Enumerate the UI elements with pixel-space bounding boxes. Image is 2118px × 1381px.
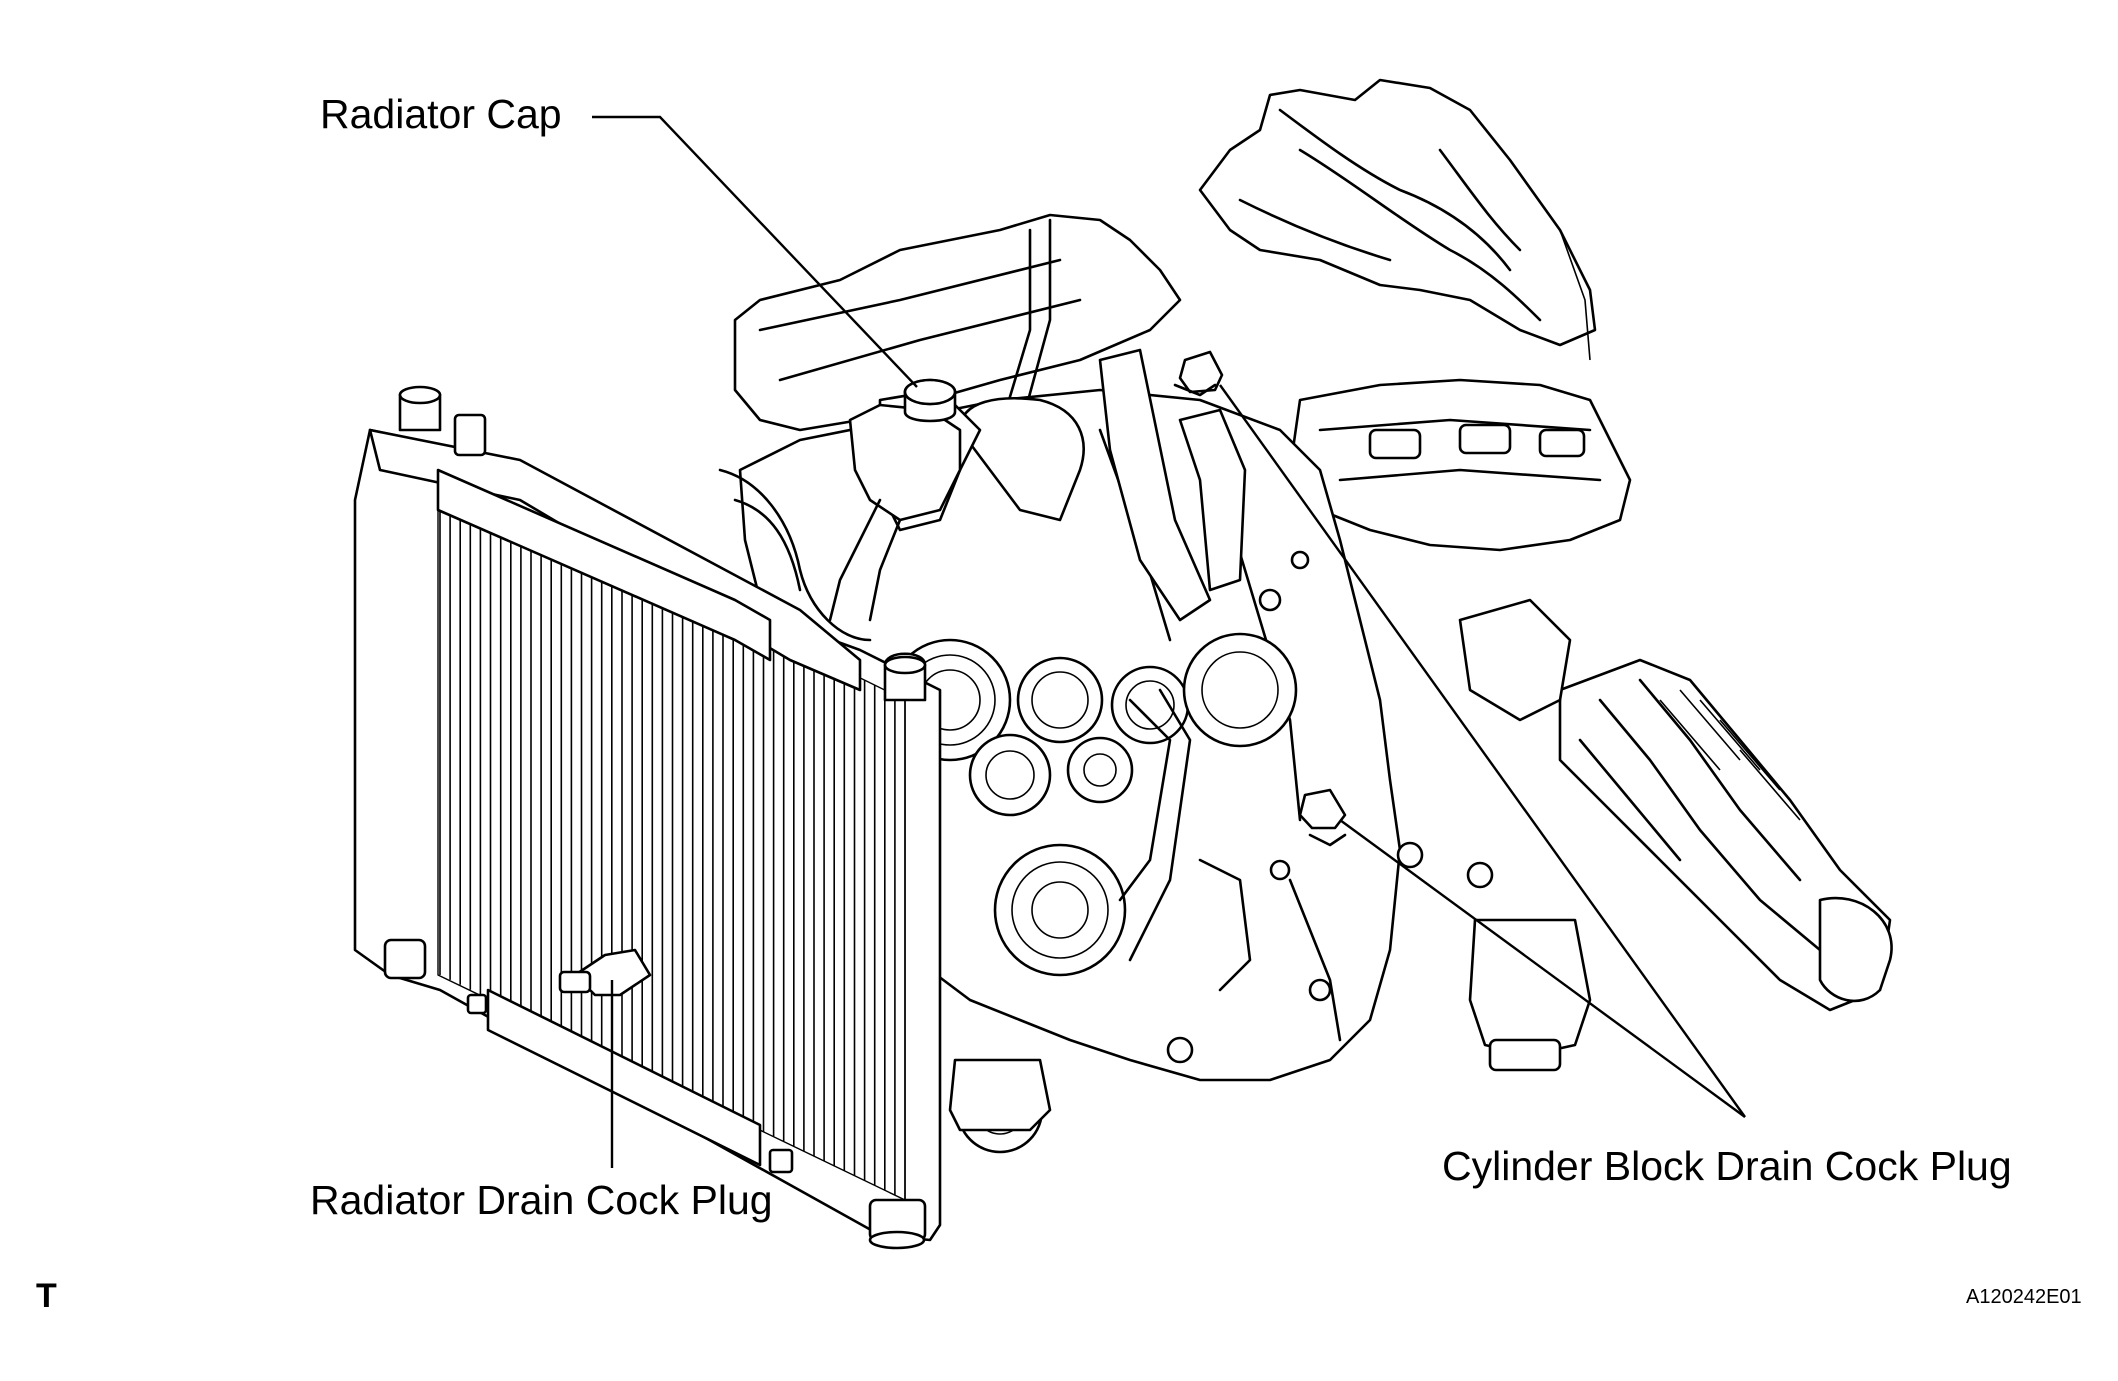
- radiator: [353, 385, 942, 1250]
- cylinder-block-drain-cock-plug-label: Cylinder Block Drain Cock Plug: [1442, 1143, 2012, 1189]
- radiator-cap-label: Radiator Cap: [320, 91, 562, 137]
- figure-code: A120242E01: [1966, 1286, 2082, 1308]
- engine-mounts: [948, 918, 1592, 1132]
- intake-manifold: [1198, 78, 1597, 361]
- cylinder-head: [733, 213, 1632, 552]
- corner-mark: T: [36, 1277, 57, 1315]
- leader-block-drain-upper: [1219, 384, 1746, 1118]
- leader-radiator-cap: [592, 115, 918, 388]
- exhaust-pipe: [1458, 598, 1893, 1012]
- cylinder-block-drain-cock-plug-lower-icon: [1298, 788, 1347, 847]
- radiator-drain-cock-plug-icon: [558, 948, 652, 997]
- leader-block-drain-lower: [1339, 819, 1746, 1118]
- leader-lines: [592, 115, 1746, 1168]
- cylinder-block-drain-cock-plug-upper-icon: [1173, 350, 1224, 397]
- radiator-drain-cock-plug-label: Radiator Drain Cock Plug: [310, 1177, 773, 1223]
